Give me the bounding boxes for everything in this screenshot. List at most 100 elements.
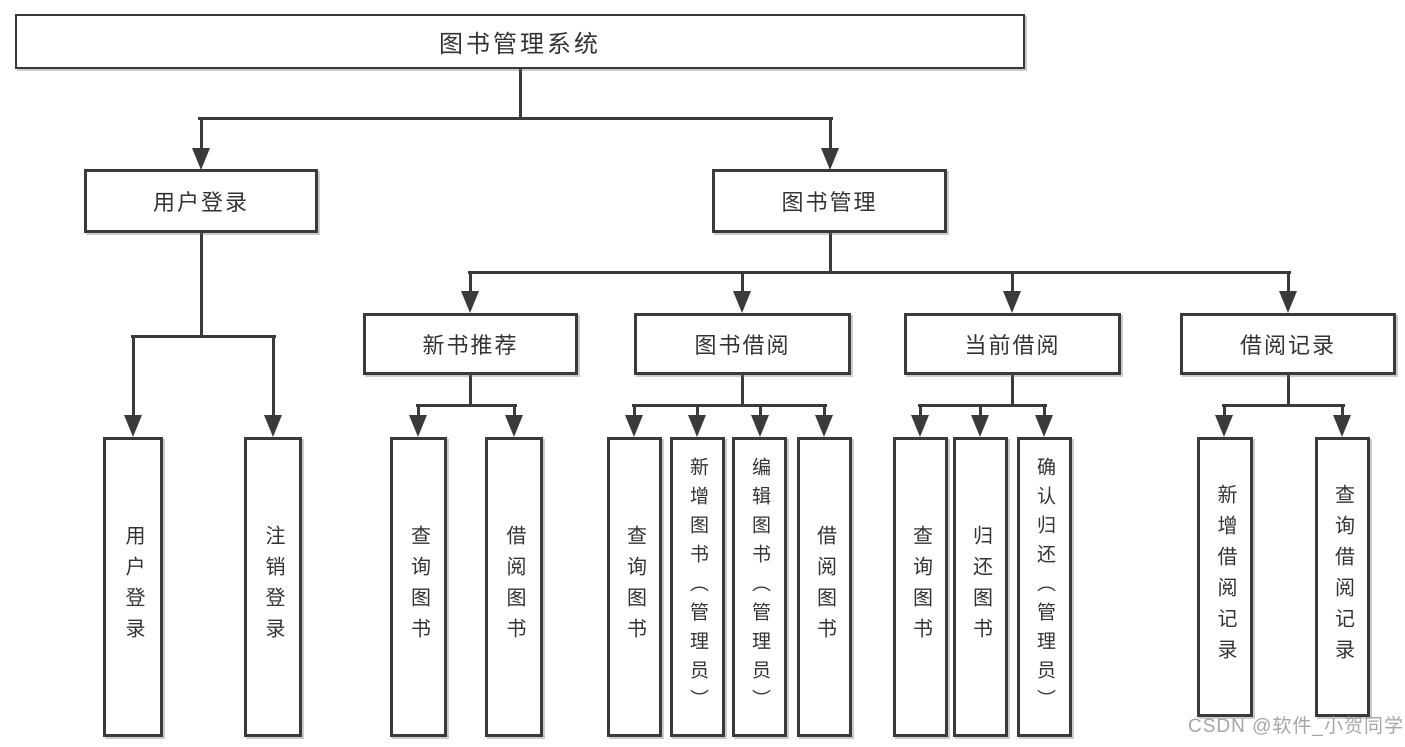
- node-book-borrowing: 图书借阅: [634, 313, 851, 375]
- leaf-add-books-admin: 新增图书（管理员）: [670, 437, 725, 737]
- connector-arrow-down: [1215, 405, 1233, 437]
- connector-arrow-down: [1279, 272, 1297, 313]
- arrowhead-down-icon: [1279, 291, 1297, 313]
- arrowhead-down-icon: [688, 415, 706, 437]
- connector-arrow-down: [124, 336, 142, 437]
- arrowhead-down-icon: [1215, 415, 1233, 437]
- leaf-borrow-books: 借阅图书: [797, 437, 852, 737]
- arrowhead-down-icon: [821, 148, 839, 170]
- connector-arrow-down: [911, 405, 929, 437]
- leaf-label: 归还图书: [969, 525, 992, 649]
- node-current-borrowing: 当前借阅: [904, 313, 1121, 375]
- arrowhead-down-icon: [751, 415, 769, 437]
- arrowhead-down-icon: [461, 291, 479, 313]
- leaf-label: 借阅图书: [813, 525, 836, 649]
- connector-trunk-line: [740, 375, 744, 407]
- connector-branch-line: [631, 404, 827, 407]
- leaf-confirm-return-admin: 确认归还（管理员）: [1017, 437, 1072, 737]
- arrowhead-down-icon: [815, 415, 833, 437]
- leaf-label: 确认归还（管理员）: [1034, 456, 1055, 718]
- connector-arrow-down: [1035, 405, 1053, 437]
- connector-trunk-line: [199, 233, 203, 338]
- connector-branch-line: [130, 335, 276, 338]
- leaf-query-books-borrowing: 查询图书: [607, 437, 662, 737]
- node-library-management-system: 图书管理系统: [15, 14, 1025, 69]
- leaf-label: 编辑图书（管理员）: [749, 456, 770, 718]
- arrow-stem: [468, 272, 472, 301]
- leaf-label: 借阅图书: [503, 525, 525, 649]
- connector-arrow-down: [192, 118, 210, 170]
- connector-arrow-down: [733, 272, 751, 313]
- connector-trunk-line: [1286, 375, 1290, 407]
- connector-arrow-down: [625, 405, 643, 437]
- connector-branch-line: [467, 271, 1291, 274]
- leaf-label: 查询借阅记录: [1331, 484, 1354, 670]
- connector-arrow-down: [409, 405, 427, 437]
- arrow-stem: [1286, 272, 1290, 301]
- connector-arrow-down: [815, 405, 833, 437]
- leaf-logout: 注销登录: [244, 437, 302, 737]
- node-user-login: 用户登录: [84, 169, 318, 233]
- connector-arrow-down: [461, 272, 479, 313]
- leaf-edit-books-admin: 编辑图书（管理员）: [732, 437, 787, 737]
- leaf-label: 查询图书: [623, 525, 646, 649]
- arrowhead-down-icon: [911, 415, 929, 437]
- arrowhead-down-icon: [505, 415, 523, 437]
- arrow-stem: [271, 336, 275, 425]
- node-label: 新书推荐: [422, 333, 519, 358]
- node-new-book-recommendation: 新书推荐: [363, 313, 578, 375]
- leaf-label: 新增借阅记录: [1214, 484, 1236, 670]
- arrowhead-down-icon: [1035, 415, 1053, 437]
- node-label: 图书管理: [781, 190, 878, 215]
- connector-arrow-down: [688, 405, 706, 437]
- leaf-query-borrow-record: 查询借阅记录: [1315, 437, 1370, 717]
- node-borrowing-records: 借阅记录: [1180, 313, 1396, 375]
- leaf-add-borrow-record: 新增借阅记录: [1197, 437, 1253, 717]
- connector-arrow-down: [751, 405, 769, 437]
- leaf-query-books-recommend: 查询图书: [390, 437, 447, 737]
- leaf-query-books-current: 查询图书: [893, 437, 948, 737]
- connector-trunk-line: [828, 233, 832, 274]
- connector-trunk-line: [468, 375, 472, 407]
- connector-arrow-down: [1003, 272, 1021, 313]
- connector-arrow-down: [264, 336, 282, 437]
- arrow-stem: [199, 118, 203, 158]
- connector-branch-line: [917, 404, 1047, 407]
- leaf-return-books: 归还图书: [953, 437, 1008, 737]
- arrowhead-down-icon: [192, 148, 210, 170]
- connector-trunk-line: [518, 69, 522, 118]
- arrow-stem: [1010, 272, 1014, 301]
- arrowhead-down-icon: [264, 415, 282, 437]
- connector-branch-line: [1221, 404, 1345, 407]
- connector-arrow-down: [821, 118, 839, 170]
- arrowhead-down-icon: [1333, 415, 1351, 437]
- arrow-stem: [131, 336, 135, 425]
- node-label: 当前借阅: [964, 333, 1061, 358]
- leaf-user-login: 用户登录: [103, 437, 163, 737]
- connector-branch-line: [197, 117, 833, 120]
- arrowhead-down-icon: [409, 415, 427, 437]
- node-book-management: 图书管理: [712, 169, 947, 233]
- leaf-label: 新增图书（管理员）: [687, 456, 708, 718]
- csdn-watermark: CSDN @软件_小贺同学: [1188, 716, 1404, 737]
- arrow-stem: [740, 272, 744, 301]
- arrowhead-down-icon: [124, 415, 142, 437]
- node-label: 图书管理系统: [439, 31, 601, 58]
- connector-arrow-down: [505, 405, 523, 437]
- connector-arrow-down: [971, 405, 989, 437]
- node-label: 借阅记录: [1239, 333, 1336, 358]
- connector-branch-line: [415, 404, 517, 407]
- node-label: 用户登录: [152, 190, 249, 215]
- node-label: 图书借阅: [694, 333, 791, 358]
- arrowhead-down-icon: [1003, 291, 1021, 313]
- connector-arrow-down: [1333, 405, 1351, 437]
- arrowhead-down-icon: [971, 415, 989, 437]
- connector-trunk-line: [1010, 375, 1014, 407]
- leaf-label: 注销登录: [262, 525, 284, 649]
- arrowhead-down-icon: [733, 291, 751, 313]
- leaf-label: 查询图书: [909, 525, 932, 649]
- arrow-stem: [828, 118, 832, 158]
- leaf-label: 查询图书: [407, 525, 430, 649]
- leaf-label: 用户登录: [122, 525, 144, 649]
